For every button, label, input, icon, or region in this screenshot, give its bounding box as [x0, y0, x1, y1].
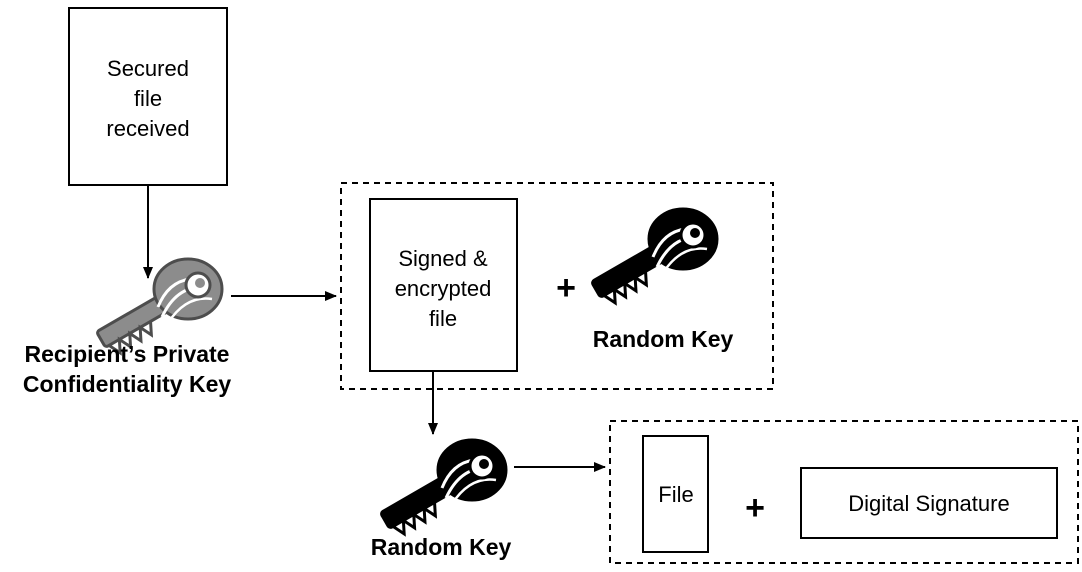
secured-line-3: received	[106, 116, 189, 141]
signed-line-3: file	[429, 306, 457, 331]
private-key-caption-2: Confidentiality Key	[23, 371, 232, 397]
file-box: File	[642, 435, 709, 553]
secured-line-1: Secured	[107, 56, 189, 81]
signed-line-1: Signed &	[398, 246, 488, 271]
secured-line-2: file	[134, 86, 162, 111]
secured-file-box: Secured file received	[68, 7, 228, 186]
file-label: File	[658, 482, 693, 507]
result-group-boundary	[609, 420, 1079, 564]
random-key-label-middle: Random Key	[371, 534, 512, 560]
random-key-icon-middle	[379, 438, 508, 541]
result-plus: +	[745, 489, 765, 527]
random-key-label-top: Random Key	[593, 326, 734, 352]
private-key-caption-1: Recipient’s Private	[25, 341, 230, 367]
signed-plus: +	[556, 269, 576, 307]
random-key-icon-top	[590, 207, 719, 310]
signed-encrypted-box: Signed & encrypted file	[369, 198, 518, 372]
signed-line-2: encrypted	[395, 276, 492, 301]
digital-signature-label: Digital Signature	[848, 491, 1009, 516]
digital-signature-box: Digital Signature	[800, 467, 1058, 539]
